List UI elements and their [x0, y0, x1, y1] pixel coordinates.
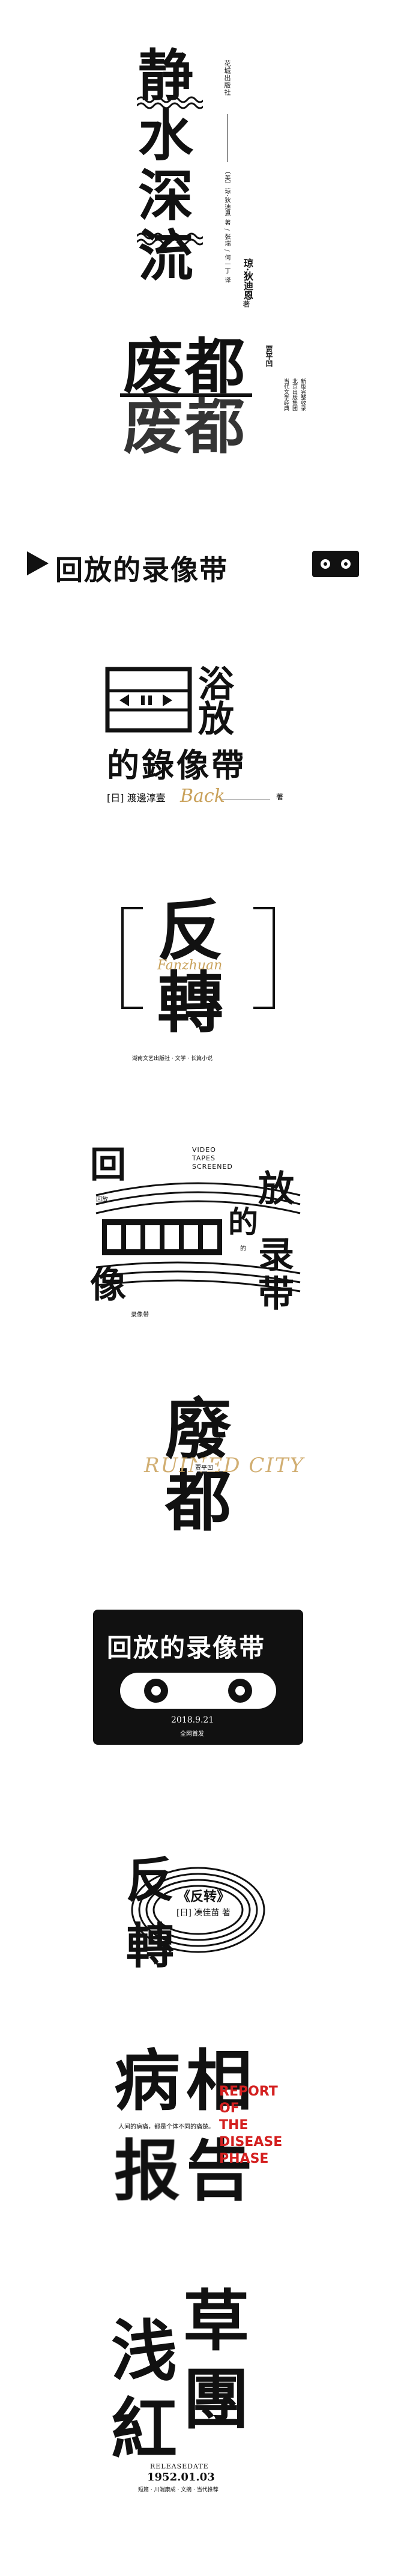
panel-fanzhuan-ring: 反 轉 《反转》 [日] 凑佳苗 著: [0, 1844, 395, 2000]
note-10: 人间的病痛，都是个体不同的痛楚。: [117, 2121, 216, 2130]
side-text-3: 新版完整收录: [300, 378, 306, 411]
char-fei-1: 废: [123, 331, 183, 402]
char-6-fang: 放: [258, 1168, 294, 1210]
char-hong: 紅: [111, 2390, 177, 2468]
footer-5: 湖南文艺出版社 · 文学 · 长篇小说: [132, 1056, 213, 1062]
char-6-dai: 带: [258, 1273, 294, 1315]
label-7: 贾平凹: [193, 1462, 215, 1471]
panel-film: VIDEO TAPES SCREENED 回 放 的 录 像 带 回放 的 录像…: [0, 1141, 395, 1327]
bracket-left-icon: [121, 907, 143, 1009]
small-cn-2: 的: [240, 1246, 246, 1252]
english-line-3: SCREENED: [192, 1163, 233, 1171]
cassette-icon: [312, 551, 359, 577]
panel-bingxiang: 病 相 报 告 人间的病痛，都是个体不同的痛楚。 REPORT OF THE D…: [0, 2048, 395, 2228]
book-title-9: 《反转》: [177, 1889, 231, 1905]
char-7-fei: 廢: [165, 1390, 231, 1468]
wave-pattern-2: [137, 232, 203, 246]
char-tuan: 團: [183, 2360, 249, 2438]
char-qian: 浅: [111, 2312, 177, 2390]
box-frame-icon: [105, 667, 192, 733]
char-xiang: 相: [186, 2042, 252, 2120]
char-6-lu: 录: [258, 1234, 294, 1276]
char-7-du: 都: [165, 1462, 231, 1540]
panel-jingshui: 静 水 深 流 花城出版社 〔美〕琼·狄迪恩 著 / 张瑞 / 何一丁 译 琼·…: [0, 24, 395, 308]
title-line-2: 的錄像帶: [107, 746, 246, 784]
panel-feidu-2: 廢 都 RUINED CITY 贾平凹: [0, 1396, 395, 1547]
small-tag: 录像带: [131, 1312, 149, 1318]
reel-window-icon: [120, 1673, 276, 1709]
release-date: 1952.01.03: [147, 2471, 215, 2484]
author-suffix: 著: [242, 300, 250, 308]
glitch-bar-2: [198, 408, 246, 411]
char-gao: 告: [186, 2132, 252, 2210]
char-bing: 病: [114, 2042, 180, 2120]
author-suffix-4: 著: [276, 793, 284, 801]
char-du-1: 都: [185, 331, 245, 402]
red-line-4: DISEASE: [219, 2135, 283, 2150]
cassette-sub: 全网首发: [180, 1731, 204, 1738]
panel-lu-xiang-dai: 浴 放 的錄像帶 [日] 渡邊淳壹 Back 著: [0, 667, 395, 829]
translator-line: 〔美〕琼·狄迪恩 著 / 张瑞 / 何一丁 译: [223, 168, 230, 283]
ring-lines-icon: [131, 1867, 265, 1953]
side-text-1: 当代文学经典: [283, 378, 289, 411]
panel-fanzhuan: 反 轉 Fanzhuan 湖南文艺出版社 · 文学 · 长篇小说: [0, 889, 395, 1081]
title-char-2: 水: [138, 103, 194, 168]
small-cn-1: 回放: [96, 1196, 108, 1203]
cassette-date: 2018.9.21: [171, 1715, 214, 1725]
film-strip-icon: [95, 1182, 301, 1293]
author-jia: 贾平凹: [265, 345, 273, 367]
english-line-2: TAPES: [192, 1154, 216, 1162]
glitch-bar-1: [120, 393, 252, 397]
side-text-2: 北京出版集团: [291, 378, 297, 411]
script-fanzhuan: Fanzhuan: [157, 958, 223, 973]
banner-title: 回放的录像带: [55, 554, 228, 586]
title-char-1: 静: [138, 43, 194, 108]
red-line-5: PHASE: [219, 2151, 269, 2166]
char-fan: 反: [157, 892, 223, 969]
script-ruined: RUINED CITY: [144, 1453, 304, 1477]
publisher-label: 花城出版社: [223, 60, 231, 96]
char-du-2: 都: [185, 391, 245, 462]
footer-11: 短篇 · 川端康成 · 文摘 · 当代推荐: [138, 2487, 219, 2493]
red-line-2: OF: [219, 2101, 240, 2116]
title-char-3: 深: [138, 163, 194, 228]
char-yu: 浴: [198, 664, 234, 706]
glitch-bar-3: [126, 426, 162, 428]
char-fang: 放: [198, 699, 234, 741]
divider-line: [227, 114, 228, 162]
panel-feidu: 废 都 废 都 贾平凹 当代文学经典 北京出版集团 新版完整收录: [0, 336, 395, 468]
bracket-right-icon: [253, 907, 275, 1009]
play-icon: [27, 551, 49, 575]
cassette-title: 回放的录像带: [107, 1633, 266, 1662]
author-9: [日] 凑佳苗 著: [174, 1906, 233, 1918]
red-line-3: THE: [219, 2118, 249, 2133]
wave-pattern-1: [137, 96, 203, 109]
char-6-hui: 回: [90, 1144, 126, 1186]
red-line-1: REPORT: [219, 2084, 278, 2099]
char-cao: 草: [183, 2282, 249, 2360]
panel-tape-banner: 回放的录像带: [0, 544, 395, 586]
char-bao: 报: [114, 2132, 180, 2210]
english-line-1: VIDEO: [192, 1146, 216, 1154]
char-zhuan: 轉: [157, 964, 223, 1041]
release-label: RELEASEDATE: [150, 2462, 209, 2470]
panel-qiancao: 浅 草 紅 團 RELEASEDATE 1952.01.03 短篇 · 川端康成…: [0, 2282, 395, 2535]
char-6-de: 的: [228, 1204, 258, 1240]
char-6-xiang: 像: [90, 1264, 126, 1306]
panel-cassette: 回放的录像带 2018.9.21 全网首发: [0, 1610, 395, 1754]
script-back: Back: [180, 786, 225, 807]
author-name: 琼·狄迪恩: [242, 258, 253, 300]
author-tag: [日] 渡邊淳壹: [107, 792, 166, 804]
char-9-zhuan: 轉: [126, 1918, 174, 1974]
char-9-fan: 反: [126, 1852, 174, 1908]
